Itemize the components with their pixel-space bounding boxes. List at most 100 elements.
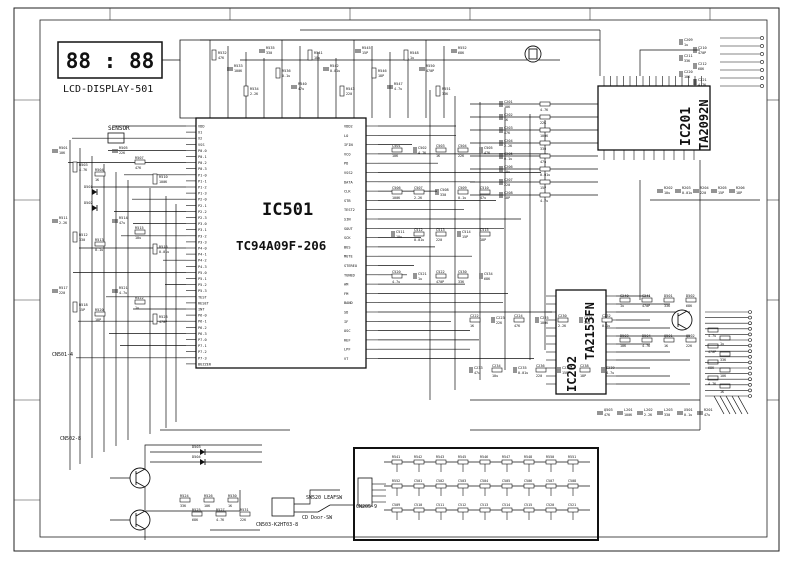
capacitor — [112, 289, 118, 293]
connector-pin — [748, 371, 752, 376]
part-value: 220 — [346, 92, 352, 96]
resistor — [491, 367, 503, 373]
resistor — [685, 297, 697, 303]
part-value: 470P — [436, 280, 444, 284]
resistor — [539, 166, 551, 172]
ic501-pin-label: P6-1 — [198, 320, 207, 324]
resistor — [539, 179, 551, 185]
ic501-pin-label: P2-0 — [198, 198, 207, 202]
ic501-pin-label: INT — [198, 308, 205, 312]
part-reference: R527 — [216, 508, 225, 512]
resistor — [371, 67, 377, 79]
capacitor — [679, 55, 683, 61]
connector-cn502: CN502-8 — [60, 436, 81, 442]
part-value: 10K — [720, 374, 727, 378]
part-reference: C510 — [480, 186, 489, 190]
sensor-block: SENSOR — [107, 125, 130, 144]
part-reference: C205 — [504, 152, 513, 156]
part-value: 22K — [458, 154, 465, 158]
resistor — [391, 147, 403, 153]
part-reference: R550 — [546, 455, 554, 459]
capacitor — [513, 367, 517, 373]
resistor — [557, 317, 569, 323]
part-value: 10u — [504, 170, 510, 174]
part-value: 33K — [720, 358, 727, 362]
ic501-pin-label: BAND — [344, 301, 353, 305]
part-reference: R504 — [95, 168, 104, 172]
part-value: 47K — [604, 413, 611, 417]
capacitor — [617, 411, 623, 415]
part-reference: R542 — [330, 64, 339, 68]
part-reference: C212 — [698, 62, 707, 66]
capacitor — [693, 79, 697, 85]
network-resistor — [501, 483, 513, 489]
part-value: 15P — [718, 191, 724, 195]
frame-ticks — [14, 8, 779, 501]
part-reference: R541 — [314, 51, 323, 55]
capacitor — [499, 153, 503, 159]
capacitor — [535, 317, 539, 323]
part-value: 22K — [240, 518, 247, 522]
part-reference: R518 — [79, 303, 88, 307]
ic501-pin-label: P2-1 — [198, 204, 207, 208]
resistor — [707, 375, 719, 381]
part-value: 18P — [736, 191, 742, 195]
part-value: 33K — [664, 304, 671, 308]
part-reference: R535 — [266, 46, 275, 50]
part-reference: C508 — [568, 479, 576, 483]
part-reference: R550 — [426, 64, 435, 68]
part-reference: R513 — [95, 238, 104, 242]
part-value: 1K — [504, 118, 509, 122]
wire — [145, 490, 241, 512]
connector-pin — [748, 338, 752, 342]
part-reference: C507 — [546, 479, 554, 483]
resistor — [539, 192, 551, 198]
ic501-pin-label: P4-0 — [198, 247, 207, 251]
part-value: 0.01u — [682, 191, 692, 195]
capacitor — [711, 189, 717, 193]
part-reference: Q503 — [604, 408, 613, 412]
part-reference: C204 — [504, 139, 513, 143]
ic501-pin-label: VDD2 — [344, 125, 353, 129]
connector-pin — [760, 36, 764, 40]
door-switch-label: CD Door-SW — [302, 515, 333, 521]
part-value: 0.1u — [504, 157, 512, 161]
ic501-part-number: TC94A09F-206 — [236, 238, 326, 253]
wire — [731, 395, 743, 415]
connector-pin — [760, 76, 764, 80]
part-value: 33K — [442, 92, 449, 96]
resistor — [719, 351, 731, 357]
part-value: 470P — [426, 69, 434, 73]
capacitor — [677, 411, 683, 415]
capacitor — [693, 47, 697, 53]
resistor — [619, 297, 631, 303]
ic501-left-pins: VDDX1X2VSSP0-0P0-1P0-2P0-3P1-0P1-1P1-2P1… — [186, 125, 212, 366]
part-value: 22K — [540, 121, 547, 125]
resistor — [619, 337, 631, 343]
part-value: 1u — [620, 304, 624, 308]
part-reference: C521 — [418, 272, 427, 276]
part-reference: D501 — [664, 294, 673, 298]
part-value: 0.01u — [414, 238, 424, 242]
resistor — [435, 231, 447, 237]
part-reference: C509 — [392, 503, 400, 507]
part-reference: C234 — [492, 364, 501, 368]
part-value: 2.2K — [59, 221, 68, 225]
resistor — [152, 173, 158, 185]
part-value: 4.7K — [79, 168, 88, 172]
capacitor — [479, 273, 483, 279]
leaf-switch-label: SW520 LEAFSW — [306, 495, 343, 501]
capacitor — [679, 39, 683, 45]
ic501-pin-label: P0-0 — [198, 149, 207, 153]
ic501-pin-label: VSS2 — [344, 171, 353, 175]
network-resistor — [501, 507, 513, 513]
part-value: 1u — [418, 277, 422, 281]
part-value: 68K — [458, 51, 465, 55]
part-value: 15P — [79, 308, 85, 312]
part-value: 33K — [458, 280, 465, 284]
part-value: 68K — [686, 304, 693, 308]
part-value: 1K — [470, 324, 475, 328]
network-resistor — [391, 459, 403, 465]
part-reference: C509 — [458, 186, 467, 190]
